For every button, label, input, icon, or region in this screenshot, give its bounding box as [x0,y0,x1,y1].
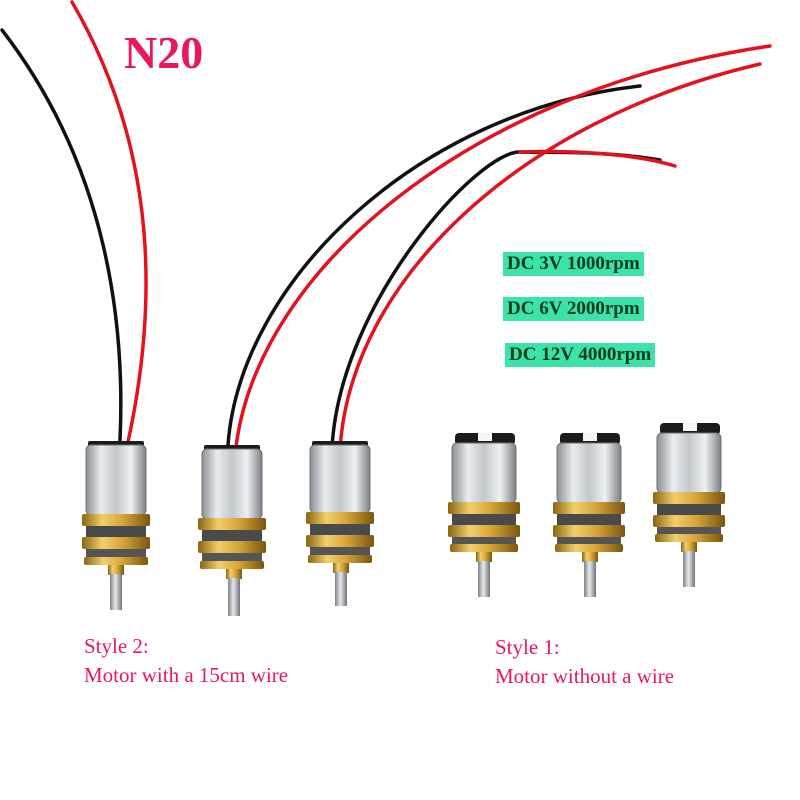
style2-caption-title: Style 2: [84,634,149,658]
motor-1-red-wire [70,0,148,444]
motor-1 [82,441,150,610]
spec-label-3v: DC 3V 1000rpm [503,252,644,276]
spec-label-6v: DC 6V 2000rpm [503,297,644,321]
motor-2-red-wire [234,44,772,449]
spec-label-12v: DC 12V 4000rpm [505,343,656,367]
style2-caption-desc: Motor with a 15cm wire [84,663,289,687]
motor-5 [553,433,625,597]
style1-caption-title: Style 1: [495,635,560,659]
motor-3 [306,441,374,606]
motor-2 [198,445,266,616]
motor-3-red-wire [338,62,762,452]
wires [0,0,772,452]
motor-4 [448,433,520,597]
style1-caption: Style 1: Motor without a wire [495,633,674,691]
style1-caption-desc: Motor without a wire [495,664,675,688]
motor-2-black-wire [226,84,642,447]
motor-3-red-wire-loose [518,149,677,168]
style2-caption: Style 2: Motor with a 15cm wire [84,632,288,690]
product-title: N20 [124,27,204,78]
motor-1-black-wire [0,28,123,442]
motor-6 [653,423,725,587]
